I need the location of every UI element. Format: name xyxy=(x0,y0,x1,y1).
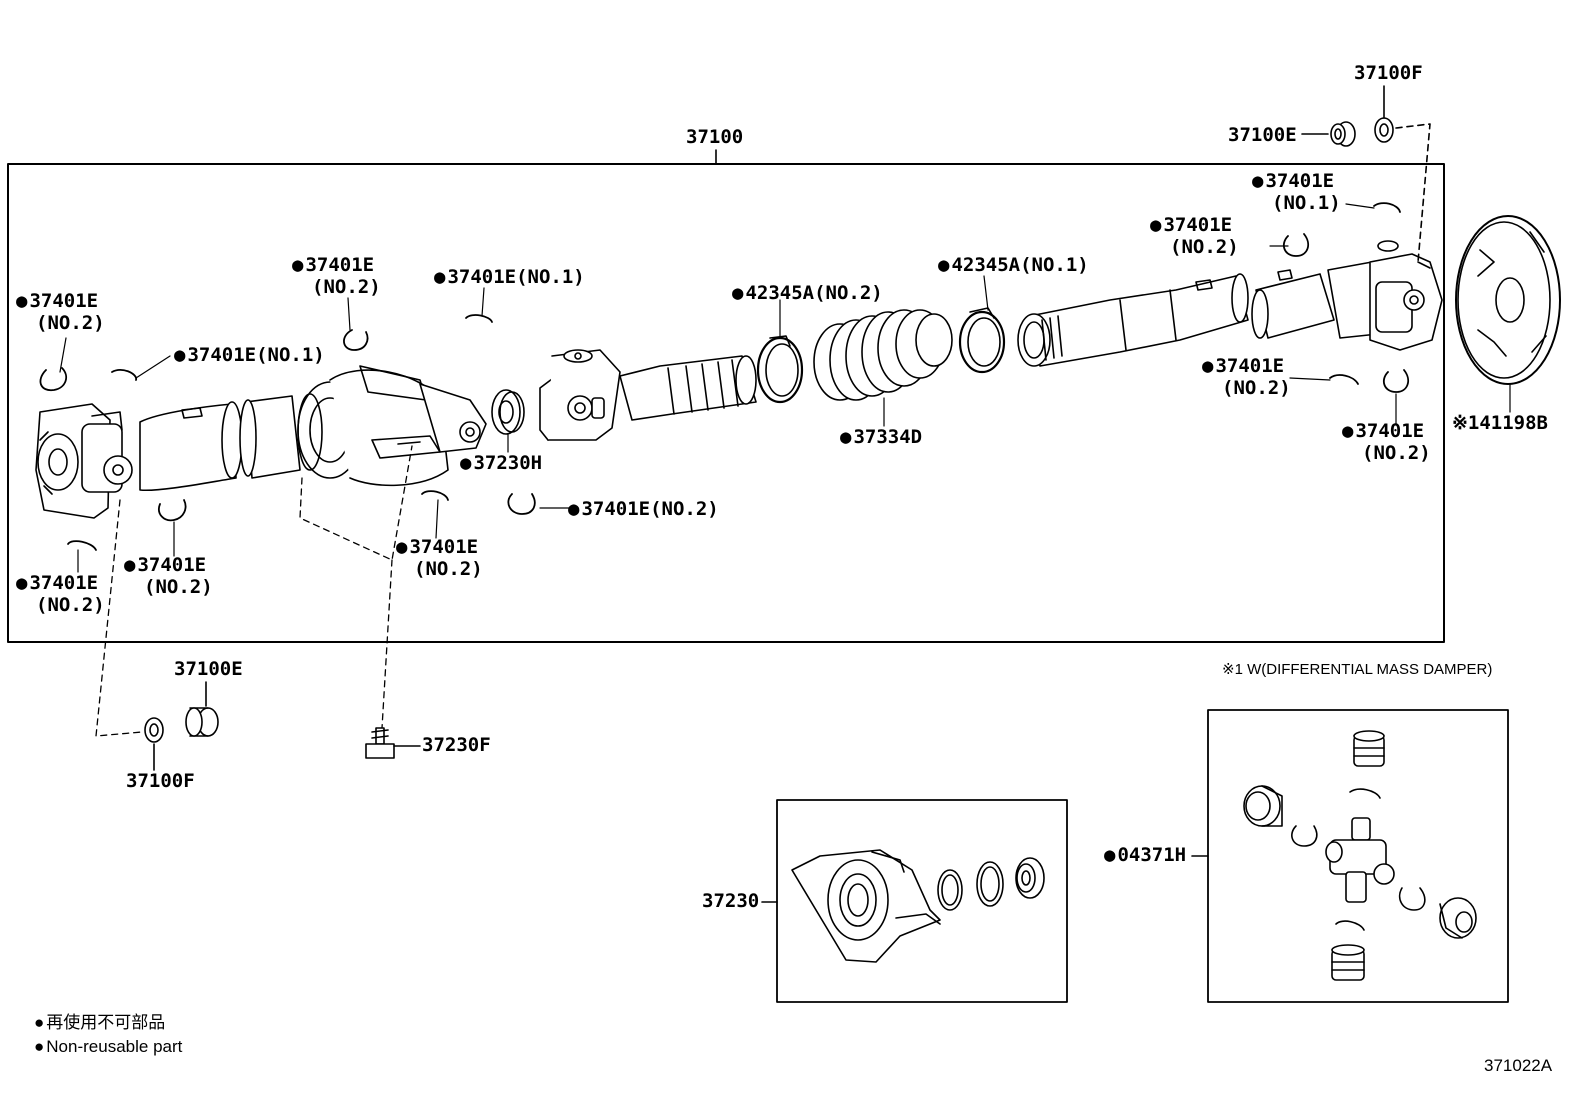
differential-mass-damper xyxy=(1455,215,1561,385)
label-bottom-37100F: 37100F xyxy=(126,770,195,792)
label-42345A-no2: 42345A(NO.2) xyxy=(732,282,882,304)
box-center-bearing-kit xyxy=(776,799,1068,1003)
legend-english: Non-reusable part xyxy=(34,1036,182,1058)
label-37334D: 37334D xyxy=(840,426,922,448)
label-37401E-left-a-suffix: (NO.2) xyxy=(36,312,105,334)
label-37401E-centre-no2-suffix: (NO.2) xyxy=(312,276,381,298)
label-37401E-mid-no2: 37401E(NO.2) xyxy=(568,498,718,520)
leader-lines xyxy=(59,203,1511,573)
bolt-37230F xyxy=(365,727,395,759)
front-flange-yoke xyxy=(35,403,133,519)
label-37401E-left-c: 37401E xyxy=(16,572,98,594)
figure-id: 371022A xyxy=(1484,1056,1553,1075)
kit-seal-rings xyxy=(937,857,1045,911)
boot-clamp-no2 xyxy=(756,335,804,404)
label-37401E-topright-no1: 37401E xyxy=(1252,170,1334,192)
dash-front-washer xyxy=(95,499,143,737)
kit-spider-and-caps xyxy=(1243,730,1477,981)
label-top-37100F: 37100F xyxy=(1354,62,1423,84)
label-37401E-right-b: 37401E xyxy=(1202,355,1284,377)
label-37401E-left-b-suffix: (NO.2) xyxy=(144,576,213,598)
legend-japanese: 再使用不可部品 xyxy=(34,1012,165,1034)
label-37401E-right-a: 37401E xyxy=(1150,214,1232,236)
label-37401E-centre-no1: 37401E(NO.1) xyxy=(434,266,584,288)
assembly-frame xyxy=(7,163,1445,643)
bearing-dust-seal xyxy=(491,389,525,435)
rear-shaft-tube xyxy=(1017,269,1335,367)
damper-footnote: ※1 W(DIFFERENTIAL MASS DAMPER) xyxy=(1222,661,1493,678)
label-37401E-left-a: 37401E xyxy=(16,290,98,312)
bottom-nut-37100E xyxy=(185,707,219,737)
dust-boot xyxy=(813,309,953,401)
boot-clamp-no1 xyxy=(958,307,1006,374)
label-37401E-right-c: 37401E xyxy=(1342,420,1424,442)
label-top-37100E: 37100E xyxy=(1228,124,1297,146)
label-37401E-left-no1: 37401E(NO.1) xyxy=(174,344,324,366)
label-37401E-right-b-suffix: (NO.2) xyxy=(1222,377,1291,399)
front-shaft-tube xyxy=(139,395,301,492)
label-37230: 37230 xyxy=(702,890,760,912)
label-42345A-no1: 42345A(NO.1) xyxy=(938,254,1088,276)
snap-rings xyxy=(39,202,1410,551)
top-nut-37100E xyxy=(1330,121,1356,147)
label-37401E-left-b: 37401E xyxy=(124,554,206,576)
label-37401E-centre-no2: 37401E xyxy=(292,254,374,276)
rear-flange-yoke xyxy=(1327,240,1443,351)
label-37230H: 37230H xyxy=(460,452,542,474)
kit-bearing xyxy=(791,849,941,963)
top-washer-37100F xyxy=(1374,117,1394,143)
label-41198B: ※141198B xyxy=(1452,412,1548,434)
label-37230F: 37230F xyxy=(422,734,491,756)
middle-universal-joint xyxy=(539,349,621,441)
dash-center-bolt xyxy=(299,445,413,729)
label-04371H: 04371H xyxy=(1104,844,1186,866)
label-37401E-right-a-suffix: (NO.2) xyxy=(1170,236,1239,258)
label-37401E-left-c-suffix: (NO.2) xyxy=(36,594,105,616)
label-37401E-centre-bottom-suffix: (NO.2) xyxy=(414,558,483,580)
label-37401E-centre-bottom: 37401E xyxy=(396,536,478,558)
bottom-washer-37100F xyxy=(144,717,164,743)
center-support-bearing xyxy=(297,365,487,487)
label-37401E-right-c-suffix: (NO.2) xyxy=(1362,442,1431,464)
label-37401E-topright-no1-suffix: (NO.1) xyxy=(1272,192,1341,214)
sleeve-yoke-spline xyxy=(619,355,757,421)
dash-top-right xyxy=(1395,123,1431,263)
label-bottom-37100E: 37100E xyxy=(174,658,243,680)
label-37100: 37100 xyxy=(686,126,744,148)
